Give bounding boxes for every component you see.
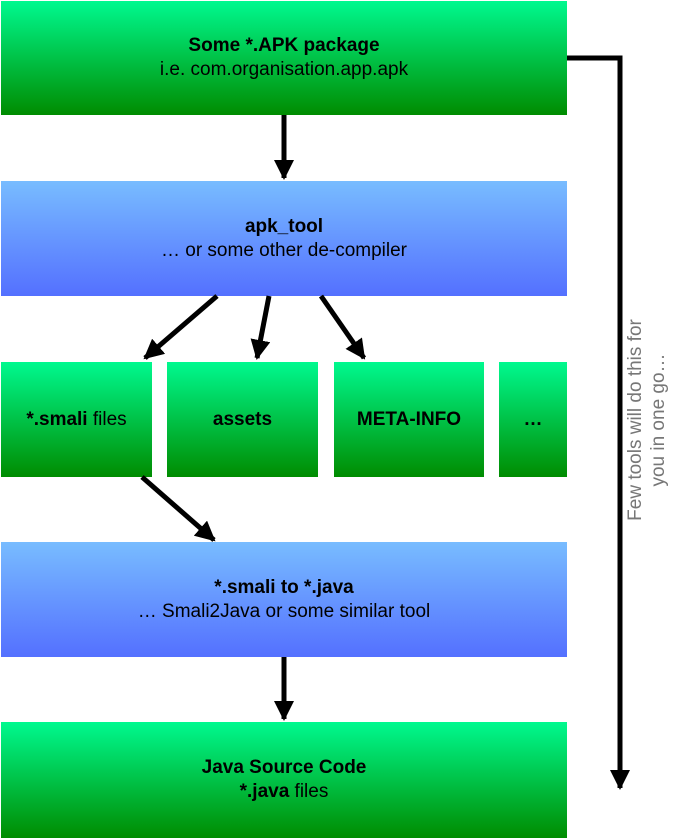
side-note-line2: you in one go… — [648, 353, 669, 487]
smali-to-java-node: *.smali to *.java … Smali2Java or some s… — [1, 542, 567, 657]
arrow-shortcut — [567, 55, 630, 790]
java-source-node: Java Source Code *.java files — [1, 722, 567, 838]
smali-rest: files — [87, 408, 127, 430]
assets-node: assets — [167, 362, 318, 477]
more-title: … — [523, 408, 543, 430]
smali-files-node: *.smali files — [1, 362, 152, 477]
apk-package-node: Some *.APK package i.e. com.organisation… — [1, 1, 567, 115]
source-bold: *.java — [239, 781, 290, 802]
smali-bold: *.smali — [26, 408, 88, 430]
meta-info-node: META-INFO — [334, 362, 484, 477]
meta-title: META-INFO — [356, 408, 462, 430]
apk-subtitle: i.e. com.organisation.app.apk — [159, 59, 409, 80]
arrow-smali-to-converter — [140, 475, 216, 542]
side-note-line1: Few tools will do this for — [625, 319, 646, 521]
converter-subtitle: … Smali2Java or some similar tool — [137, 600, 431, 622]
more-node: … — [499, 362, 567, 477]
converter-title: *.smali to *.java — [214, 576, 354, 598]
source-title: Java Source Code — [201, 757, 367, 778]
apktool-node: apk_tool … or some other de-compiler — [1, 181, 567, 296]
apk-title: Some *.APK package — [188, 35, 380, 56]
arrow-to-assets — [250, 295, 272, 360]
apktool-title: apk_tool — [244, 215, 324, 237]
source-rest: files — [289, 781, 329, 802]
apktool-subtitle: … or some other de-compiler — [160, 239, 408, 261]
assets-title: assets — [212, 408, 273, 430]
arrow-to-smali — [143, 294, 219, 360]
side-note: Few tools will do this for you in one go… — [624, 319, 670, 521]
arrow-to-meta — [318, 294, 367, 360]
